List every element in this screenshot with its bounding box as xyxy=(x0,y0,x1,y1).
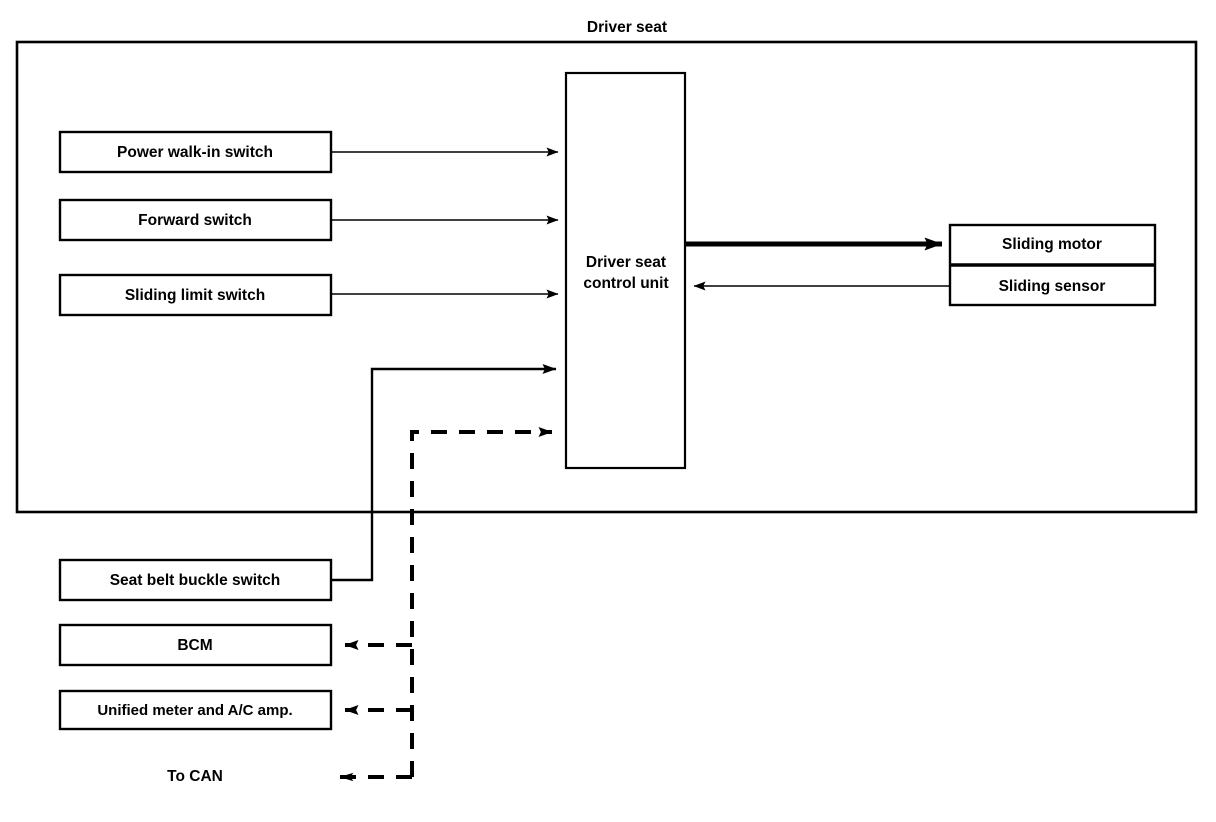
to-can-label: To CAN xyxy=(167,768,223,785)
sliding-sensor-label: Sliding sensor xyxy=(999,278,1106,295)
wire-seat-belt-to-control-unit xyxy=(331,364,557,582)
diagram-title: Driver seat xyxy=(587,19,667,36)
driver-seat-boundary xyxy=(15,40,1198,514)
sliding-motor-label: Sliding motor xyxy=(1002,236,1102,253)
forward-switch-label: Forward switch xyxy=(138,212,252,229)
node-unified-meter-ac-amp[interactable] xyxy=(58,689,333,731)
seat-belt-buckle-switch-label: Seat belt buckle switch xyxy=(110,572,281,589)
unified-meter-ac-amp-label: Unified meter and A/C amp. xyxy=(97,702,292,719)
node-bcm[interactable] xyxy=(58,623,333,667)
sliding-limit-switch-label: Sliding limit switch xyxy=(125,287,265,304)
wire-can-bus-to-control-unit xyxy=(410,427,553,777)
node-seat-belt-buckle-switch[interactable] xyxy=(58,558,333,602)
driver-seat-control-unit-label-line1: Driver seat xyxy=(586,254,666,271)
node-sliding-limit-switch[interactable] xyxy=(58,273,333,317)
driver-seat-control-unit-label-line2: control unit xyxy=(583,275,668,292)
node-driver-seat-control-unit[interactable] xyxy=(564,71,687,470)
power-walk-in-switch-label: Power walk-in switch xyxy=(117,144,273,161)
node-power-walk-in-switch[interactable] xyxy=(58,130,333,174)
node-forward-switch[interactable] xyxy=(58,198,333,242)
bcm-label: BCM xyxy=(177,637,212,654)
